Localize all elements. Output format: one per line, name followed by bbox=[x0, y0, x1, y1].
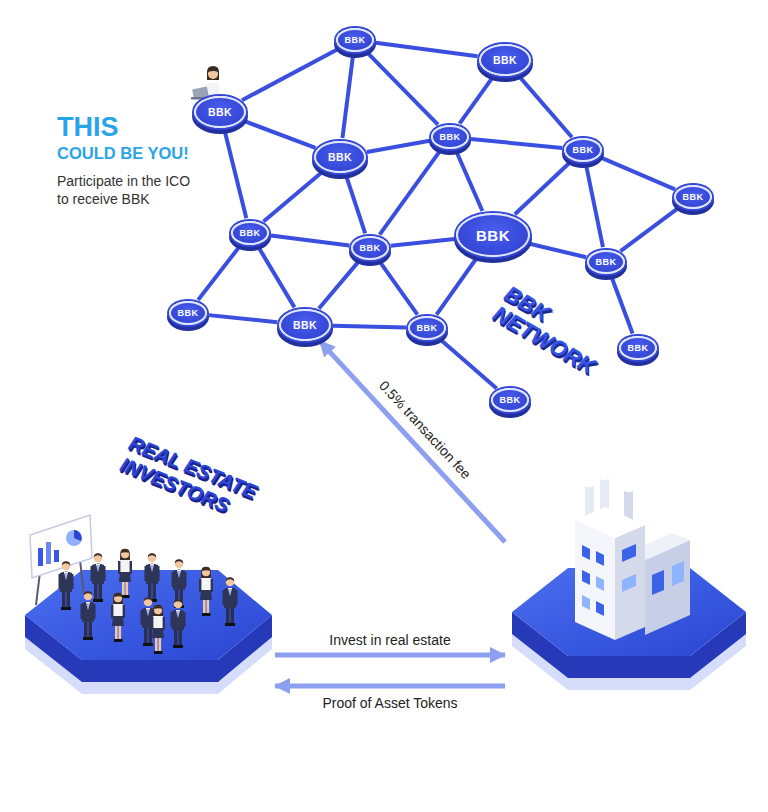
flow-arrow bbox=[320, 341, 505, 542]
property-platform-art bbox=[512, 476, 746, 690]
flow-label: Invest in real estate bbox=[326, 632, 453, 649]
token-label: BBK bbox=[208, 107, 232, 118]
network-link bbox=[519, 76, 572, 137]
network-link bbox=[264, 172, 323, 222]
flow-label: 0.5% transaction fee bbox=[373, 375, 476, 485]
token-label: BBK bbox=[178, 309, 199, 318]
token-node: BBK bbox=[674, 185, 712, 209]
edge-label-holder: 0.5% transaction fee bbox=[373, 375, 476, 485]
property-platform bbox=[505, 470, 750, 710]
token-label: BBK bbox=[293, 320, 317, 331]
token-node: BBK bbox=[231, 221, 269, 245]
label-holder: BBK NETWORK bbox=[489, 282, 611, 379]
network-link bbox=[611, 276, 632, 333]
network-link bbox=[342, 55, 353, 138]
token-label: BBK bbox=[440, 133, 461, 142]
network-link bbox=[209, 315, 278, 322]
token-node: BBK bbox=[564, 138, 602, 162]
edge-label-holder: Proof of Asset Tokens bbox=[319, 695, 460, 712]
network-link bbox=[621, 208, 679, 251]
token-label: BBK bbox=[240, 229, 261, 238]
network-link bbox=[346, 176, 365, 234]
network-link bbox=[258, 247, 294, 308]
network-link bbox=[601, 158, 675, 190]
network-link bbox=[456, 151, 482, 211]
investors-platform: REAL ESTATE INVESTORS bbox=[20, 440, 275, 705]
headline: THIS bbox=[57, 110, 119, 145]
investors-platform-art bbox=[25, 515, 272, 694]
network-link bbox=[245, 121, 316, 148]
group-heading: REAL ESTATE INVESTORS bbox=[117, 432, 273, 531]
network-link bbox=[515, 162, 570, 214]
network-link bbox=[460, 77, 493, 124]
token-label: BBK bbox=[417, 324, 438, 333]
token-node: BBK bbox=[169, 301, 207, 325]
token-label: BBK bbox=[360, 244, 381, 253]
network-link bbox=[391, 239, 455, 246]
network-title: BBK NETWORK bbox=[489, 282, 611, 379]
token-node: BBK bbox=[194, 96, 246, 128]
investor-figures bbox=[59, 549, 238, 654]
token-node: BBK bbox=[336, 28, 374, 52]
token-node: BBK bbox=[431, 125, 469, 149]
token-label: BBK bbox=[345, 36, 366, 45]
network-link bbox=[367, 52, 438, 124]
token-label: BBK bbox=[628, 344, 649, 353]
token-label: BBK bbox=[596, 258, 617, 267]
label-holder: Participate in the ICO to receive BBK bbox=[57, 172, 192, 208]
token-label: BBK bbox=[328, 152, 352, 163]
token-node: BBK bbox=[314, 141, 366, 173]
flow-arrow bbox=[275, 652, 505, 657]
label-holder: COULD BE YOU! bbox=[57, 143, 189, 164]
network-link bbox=[198, 246, 240, 300]
network-link bbox=[271, 236, 350, 246]
network-link bbox=[530, 244, 587, 258]
network-link bbox=[367, 141, 430, 152]
label-holder: THIS bbox=[57, 110, 119, 145]
token-label: BBK bbox=[476, 228, 510, 243]
network-link bbox=[225, 131, 247, 218]
network-link bbox=[436, 258, 476, 315]
network-link bbox=[440, 340, 496, 389]
network-link bbox=[319, 261, 359, 309]
network-link bbox=[586, 165, 603, 247]
token-node: BBK bbox=[479, 44, 531, 76]
connector-group bbox=[198, 43, 678, 686]
flow-label: Proof of Asset Tokens bbox=[319, 695, 460, 712]
network-link bbox=[242, 49, 338, 100]
network-link bbox=[380, 150, 441, 234]
headline: COULD BE YOU! bbox=[57, 143, 189, 164]
network-link bbox=[380, 261, 418, 314]
network-link bbox=[333, 326, 406, 328]
flow-arrow bbox=[275, 684, 505, 689]
network-link bbox=[471, 139, 562, 148]
token-node: BBK bbox=[587, 250, 625, 274]
call-to-action: Participate in the ICO to receive BBK bbox=[57, 172, 192, 208]
token-label: BBK bbox=[573, 146, 594, 155]
network-link bbox=[376, 43, 478, 57]
token-node: BBK bbox=[619, 336, 657, 360]
token-node: BBK bbox=[456, 213, 530, 257]
token-label: BBK bbox=[683, 193, 704, 202]
token-node: BBK bbox=[351, 236, 389, 260]
token-node: BBK bbox=[491, 388, 529, 412]
token-label: BBK bbox=[500, 396, 521, 405]
edge-label-holder: Invest in real estate bbox=[326, 632, 453, 649]
building bbox=[575, 476, 690, 640]
token-label: BBK bbox=[493, 55, 517, 66]
token-node: BBK bbox=[279, 309, 331, 341]
token-node: BBK bbox=[408, 316, 446, 340]
